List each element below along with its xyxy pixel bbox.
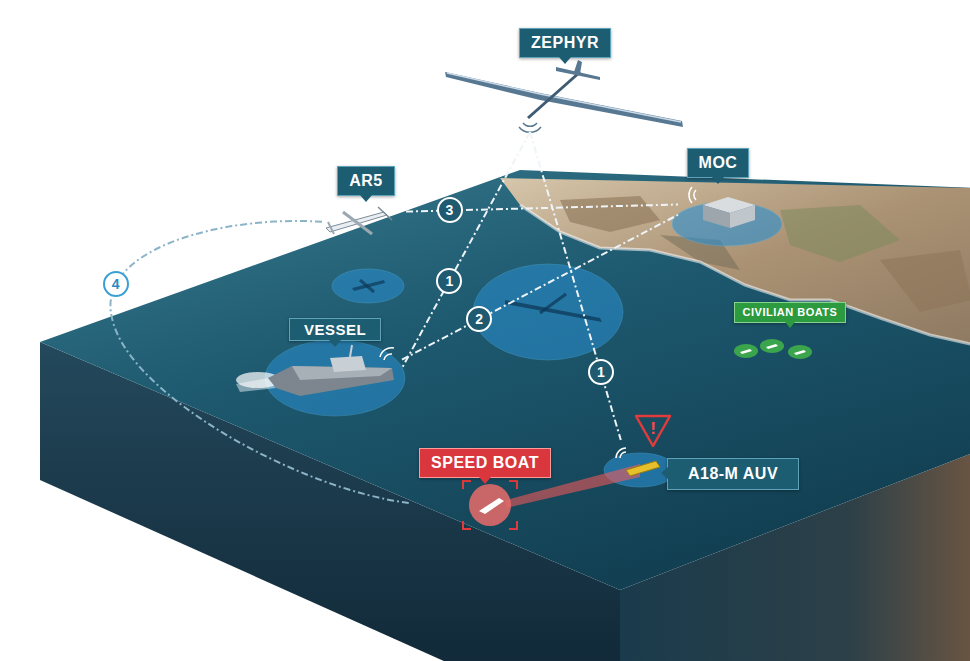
coast-land-part xyxy=(560,196,660,232)
node-tag: A18-M AUV xyxy=(667,458,799,490)
auv-vehicle-part xyxy=(626,461,660,476)
node-tag: VESSEL xyxy=(289,318,381,341)
node-tag: ZEPHYR xyxy=(519,28,611,58)
callout-number: 3 xyxy=(437,197,463,223)
node-region: A18-M AUV xyxy=(600,440,808,500)
moc-building-part xyxy=(689,187,696,203)
vessel-ship-part xyxy=(380,348,394,360)
vessel-ship-part xyxy=(330,356,366,372)
moc-building-part xyxy=(703,205,730,228)
speed-boat-part xyxy=(469,484,511,526)
warning-triangle-part xyxy=(636,416,670,446)
node-region: SPEED BOAT xyxy=(410,446,560,530)
callout-number: 1 xyxy=(436,268,462,294)
ar5-drone-part xyxy=(328,222,334,234)
ar5-drone xyxy=(326,207,392,234)
moc-building xyxy=(689,187,755,228)
auv-vehicle xyxy=(616,448,660,476)
node-region: AR5 xyxy=(322,164,406,232)
ar5-drone-part xyxy=(378,207,392,220)
aircraft-shadow-part xyxy=(352,280,385,291)
signal-link xyxy=(110,221,410,503)
node-region: CIVILIAN BOATS xyxy=(728,300,852,362)
zephyr-aircraft-part xyxy=(528,72,580,118)
signal-link xyxy=(402,215,678,360)
speed-boat-part xyxy=(479,498,504,514)
warning-triangle xyxy=(636,416,670,446)
warning-mark: ! xyxy=(650,420,656,438)
auv-vehicle-part xyxy=(616,448,626,458)
ar5-drone-part xyxy=(343,212,372,234)
node-region: ZEPHYR xyxy=(440,26,690,132)
zephyr-aircraft-part xyxy=(519,123,541,132)
coast-land-part xyxy=(880,250,970,312)
coverage-zone-part xyxy=(473,264,623,360)
callout-number: 2 xyxy=(466,306,492,332)
vessel-ship-part xyxy=(350,345,352,357)
zephyr-aircraft xyxy=(445,60,683,132)
block-faces xyxy=(40,170,970,661)
signal-link xyxy=(402,132,530,368)
callout-number: 4 xyxy=(103,271,129,297)
vessel-ship xyxy=(236,345,394,396)
node-tag: CIVILIAN BOATS xyxy=(734,302,847,323)
coverage-zone xyxy=(265,202,782,487)
civilian-boats-part xyxy=(740,344,806,355)
moc-building-part xyxy=(730,205,755,228)
node-region: MOC xyxy=(678,146,762,232)
aircraft-shadow-part xyxy=(540,294,566,313)
aircraft-shadow-part xyxy=(360,280,374,292)
coverage-zone-part xyxy=(265,340,405,416)
signal-link xyxy=(530,132,621,440)
callout-number: 1 xyxy=(588,359,614,385)
node-tag: AR5 xyxy=(337,166,395,196)
coast-land-part xyxy=(780,205,900,262)
node-region: VESSEL xyxy=(262,316,402,400)
civilian-boats xyxy=(734,339,812,359)
zephyr-aircraft-part xyxy=(574,60,582,74)
node-tag: SPEED BOAT xyxy=(419,448,551,478)
coverage-zone-part xyxy=(332,269,404,303)
speed-boat-part xyxy=(463,481,517,529)
vessel-ship-part xyxy=(268,366,394,396)
block-faces-part xyxy=(40,170,970,590)
zephyr-aircraft-part xyxy=(447,73,681,122)
node-tag: MOC xyxy=(687,148,750,178)
zephyr-aircraft-part xyxy=(445,72,683,127)
